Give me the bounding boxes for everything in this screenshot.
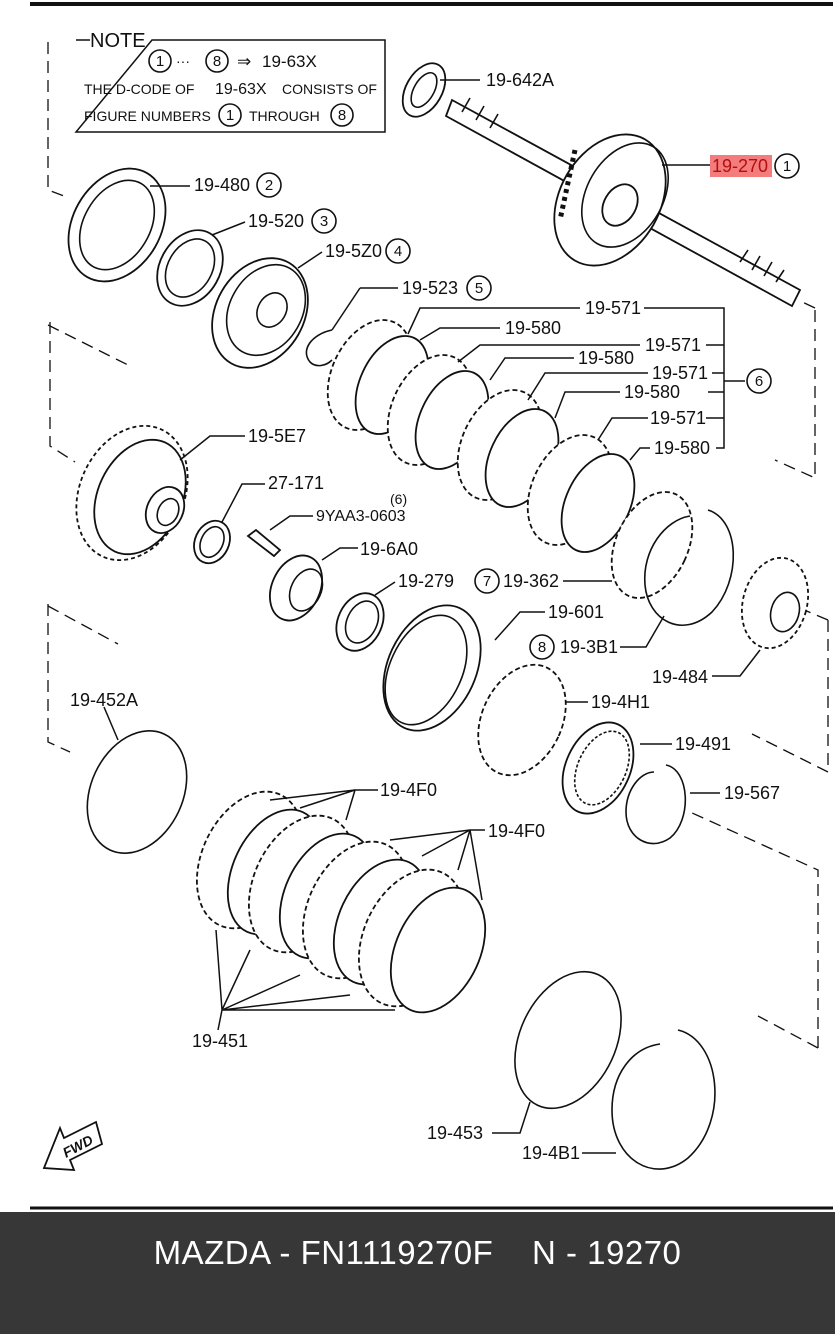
part-19-5Z0: 19-5Z0 4 (211, 238, 411, 369)
label-19-567: 19-567 (724, 783, 780, 803)
part-19-567: 19-567 (625, 764, 780, 845)
label-19-4F0-b: 19-4F0 (488, 821, 545, 841)
label-19-4F0-a: 19-4F0 (380, 780, 437, 800)
part-19-270-shaft-drum (444, 97, 802, 308)
part-19-279: 19-279 (335, 571, 454, 652)
footer-bar: MAZDA - FN1119270F N - 19270 (0, 1212, 835, 1334)
label-19-520-num: 3 (320, 213, 328, 230)
dashed-guides (47, 42, 829, 1049)
label-19-523: 19-523 (402, 278, 458, 298)
label-19-580-a: 19-580 (505, 318, 561, 338)
label-19-270-num: 1 (783, 158, 791, 175)
note-line3-circled-8: 8 (338, 107, 346, 124)
note-line2-b: CONSISTS OF (282, 81, 377, 97)
part-19-480: 19-480 2 (67, 167, 282, 283)
label-19-3B1-num: 8 (538, 639, 546, 656)
part-19-523: 19-523 5 (305, 275, 492, 367)
label-19-484: 19-484 (652, 667, 708, 687)
label-19-520: 19-520 (248, 211, 304, 231)
note-line3-a: FIGURE NUMBERS (84, 108, 211, 124)
part-19-452A: 19-452A (70, 690, 188, 854)
note-circled-8: 8 (213, 53, 221, 70)
fwd-arrow-icon: FWD (42, 1120, 104, 1171)
label-group-6-num: 6 (755, 373, 763, 390)
part-19-491: 19-491 (561, 721, 731, 815)
label-19-571-d: 19-571 (650, 408, 706, 428)
part-19-520: 19-520 3 (156, 208, 337, 307)
label-19-3B1: 19-3B1 (560, 637, 618, 657)
label-19-452A: 19-452A (70, 690, 138, 710)
exploded-parts-diagram: NOTE 1 ··· 8 ⇒ 19-63X THE D-CODE OF 19-6… (30, 2, 833, 1210)
part-19-3B1: 8 19-3B1 (529, 509, 735, 660)
label-19-480-num: 2 (265, 177, 273, 194)
footer-part-number: MAZDA - FN1119270F N - 19270 (153, 1234, 682, 1271)
note-circled-1: 1 (156, 53, 164, 70)
part-19-642A: 19-642A (401, 62, 554, 118)
part-19-484: 19-484 (652, 556, 810, 687)
note-code: 19-63X (262, 52, 317, 71)
label-9YAA3-qty: (6) (390, 491, 407, 507)
note-line3-circled-1: 1 (226, 107, 234, 124)
part-19-453: 19-453 (427, 970, 622, 1143)
part-19-4B1: 19-4B1 (522, 1029, 716, 1170)
label-19-279: 19-279 (398, 571, 454, 591)
label-27-171: 27-171 (268, 473, 324, 493)
part-19-5E7: 19-5E7 (75, 424, 306, 562)
clutch-pack-group-6: 19-571 19-580 19-571 19-580 19-571 19-58… (326, 298, 772, 553)
part-19-270-highlight (710, 155, 772, 177)
part-19-6A0: 19-6A0 (269, 539, 418, 622)
note-line2-code: 19-63X (215, 81, 267, 98)
label-19-601: 19-601 (548, 602, 604, 622)
label-19-270: 19-270 (712, 156, 768, 176)
part-9YAA3-0603: (6) 9YAA3-0603 (246, 491, 407, 558)
label-19-580-d: 19-580 (654, 438, 710, 458)
label-19-571-c: 19-571 (652, 363, 708, 383)
label-19-5E7: 19-5E7 (248, 426, 306, 446)
note-dots: ··· (176, 53, 190, 69)
part-19-362: 7 19-362 (474, 491, 694, 599)
label-19-6A0: 19-6A0 (360, 539, 418, 559)
label-19-571-b: 19-571 (645, 335, 701, 355)
label-19-491: 19-491 (675, 734, 731, 754)
label-19-4H1: 19-4H1 (591, 692, 650, 712)
label-19-580-b: 19-580 (578, 348, 634, 368)
part-27-171: 27-171 (193, 473, 324, 565)
part-19-601: 19-601 (382, 602, 604, 732)
label-19-523-num: 5 (475, 280, 483, 297)
label-19-580-c: 19-580 (624, 382, 680, 402)
label-19-642A: 19-642A (486, 70, 554, 90)
note-title: NOTE (90, 30, 146, 52)
label-19-571-a: 19-571 (585, 298, 641, 318)
label-19-5Z0: 19-5Z0 (325, 241, 382, 261)
part-19-4H1: 19-4H1 (477, 663, 650, 777)
note-box: NOTE 1 ··· 8 ⇒ 19-63X THE D-CODE OF 19-6… (74, 30, 386, 133)
note-line2-a: THE D-CODE OF (84, 81, 194, 97)
label-19-451: 19-451 (192, 1031, 248, 1051)
note-arrow: ⇒ (237, 52, 251, 71)
label-19-4B1: 19-4B1 (522, 1143, 580, 1163)
label-19-453: 19-453 (427, 1123, 483, 1143)
label-19-362: 19-362 (503, 571, 559, 591)
note-line3-through: THROUGH (249, 108, 320, 124)
label-19-5Z0-num: 4 (394, 243, 402, 260)
label-9YAA3-0603: 9YAA3-0603 (316, 508, 406, 525)
clutch-plates-19-4F0-19-451: 19-4F0 19-4F0 19-451 (192, 780, 545, 1051)
label-19-480: 19-480 (194, 175, 250, 195)
label-19-362-num: 7 (483, 573, 491, 590)
